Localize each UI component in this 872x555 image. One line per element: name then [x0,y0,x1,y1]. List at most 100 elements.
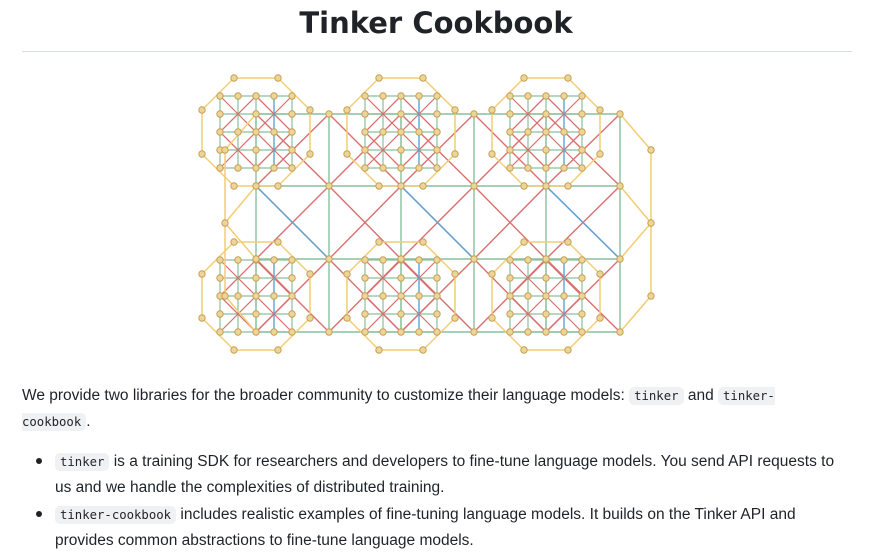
logo-node [361,328,369,336]
logo-node [230,74,238,82]
logo-node [542,146,550,154]
logo-node [288,164,296,172]
logo-node [415,256,423,264]
logo-node [542,110,550,118]
logo-node [216,128,224,136]
logo-node [343,270,351,278]
logo-node [433,146,441,154]
logo-node [216,328,224,336]
logo-node [520,74,528,82]
logo-node [578,146,586,154]
logo-node [542,328,550,336]
logo-node [274,238,282,246]
intro-text-end: . [86,413,91,430]
logo-node [221,219,229,227]
logo-node [397,128,405,136]
code-part-1: tinker- [723,389,775,403]
logo-node [375,346,383,354]
logo-node [397,328,405,336]
logo-edge [224,295,257,333]
logo-node [419,182,427,190]
logo-node [198,150,206,158]
logo-node [578,164,586,172]
logo-edge [619,295,652,333]
logo-node [506,274,514,282]
logo-node [524,128,532,136]
logo-node [520,238,528,246]
logo-node [397,92,405,100]
logo-node [520,182,528,190]
logo-node [221,146,229,154]
logo-node [470,255,478,263]
logo-node [252,146,260,154]
logo-edge [619,222,652,260]
logo-edge [224,185,257,224]
logo-node [524,328,532,336]
logo-node [379,292,387,300]
logo-node [274,346,282,354]
logo-node [520,346,528,354]
logo-node [419,238,427,246]
logo-node [578,128,586,136]
logo-node [506,110,514,118]
logo-node [274,182,282,190]
logo-node [488,150,496,158]
logo-node [578,274,586,282]
logo-node [288,92,296,100]
logo-node [375,182,383,190]
logo-node [288,110,296,118]
logo-node [560,292,568,300]
logo-node [288,292,296,300]
logo-node [325,328,333,336]
tinker-network-logo-icon [198,74,655,354]
logo-node [397,310,405,318]
intro-text-start: We provide two libraries for the broader… [22,387,625,404]
logo-node [274,74,282,82]
logo-node [560,256,568,264]
logo-node [234,92,242,100]
logo-node [288,328,296,336]
logo-node [506,146,514,154]
logo-node [230,182,238,190]
logo-node [252,164,260,172]
logo-node [379,256,387,264]
tinker-description-line2: us and we handle the complexities of dis… [55,479,445,496]
logo-node [578,292,586,300]
logo-node [270,292,278,300]
logo-node [270,92,278,100]
logo-node [451,270,459,278]
logo-node [542,310,550,318]
logo-node [397,274,405,282]
logo-node [488,270,496,278]
logo-node [252,128,260,136]
logo-node [361,110,369,118]
logo-node [506,92,514,100]
logo-node [506,292,514,300]
logo-node [397,292,405,300]
logo-node [234,164,242,172]
logo-node [198,270,206,278]
logo-node [397,164,405,172]
logo-node [306,270,314,278]
logo-node [647,146,655,154]
logo-node [506,128,514,136]
logo-node [415,164,423,172]
logo-node [361,274,369,282]
list-item-tinker-cookbook: tinker-cookbook includes realistic examp… [22,502,852,553]
logo-node [230,238,238,246]
logo-node [506,164,514,172]
logo-node [343,314,351,322]
logo-node [375,74,383,82]
logo-edge [473,185,547,260]
title-divider [22,51,852,52]
intro-paragraph: We provide two libraries for the broader… [22,383,852,435]
logo-node [270,128,278,136]
logo-edge [545,185,621,260]
logo-node [397,255,405,263]
logo-node [433,92,441,100]
library-list: tinker is a training SDK for researchers… [22,449,852,555]
logo-node [221,292,229,300]
logo-node [361,146,369,154]
list-item-tinker: tinker is a training SDK for researchers… [22,449,852,500]
logo-node [325,182,333,190]
